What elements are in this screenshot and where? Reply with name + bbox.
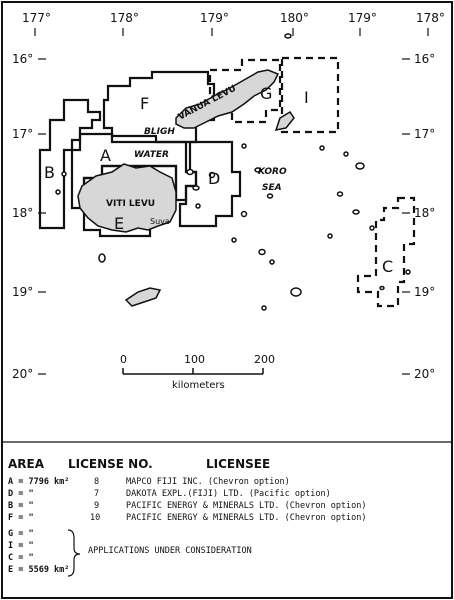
legend-area: D = " [8, 489, 34, 499]
lat-label: 20° [12, 367, 33, 381]
area-letter-c: C [382, 257, 393, 276]
scale-tick-200: 200 [254, 353, 275, 366]
legend-licensee: PACIFIC ENERGY & MINERALS LTD. (Chevron … [126, 513, 367, 523]
sea-label: SEA [262, 183, 282, 193]
left-ticks [38, 58, 46, 375]
scale-tick-0: 0 [120, 353, 127, 366]
area-c-outline [356, 196, 416, 308]
lon-label: 178° [110, 11, 139, 25]
area-letter-i: I [304, 88, 309, 107]
legend-area: F = " [8, 513, 34, 523]
lat-label: 17° [12, 127, 33, 141]
block-d-outline [178, 140, 242, 228]
lon-label: 178° [416, 11, 445, 25]
legend-licensee: PACIFIC ENERGY & MINERALS LTD. (Chevron … [126, 501, 367, 511]
legend: AREA LICENSE NO. LICENSEE A = 7796 km² 8… [8, 457, 367, 577]
suva-label: Suva [150, 217, 170, 226]
area-letter-e: E [114, 214, 124, 233]
area-i-outline [280, 56, 340, 134]
lat-label: 17° [414, 127, 435, 141]
scale-bar: 0 100 200 kilometers [120, 353, 275, 391]
area-letters: A B C D E F G I [44, 84, 393, 276]
legend-licensee: MAPCO FIJI INC. (Chevron option) [126, 477, 290, 487]
legend-area: B = " [8, 501, 34, 511]
lat-label: 20° [414, 367, 435, 381]
legend-pending-area: I = " [8, 541, 34, 551]
left-latitude-labels: 16° 17° 18° 19° 20° [12, 52, 33, 381]
legend-row: D = " 7 DAKOTA EXPL.(FIJI) LTD. (Pacific… [8, 489, 331, 499]
lon-label: 179° [200, 11, 229, 25]
kadavu-island [124, 287, 162, 307]
scale-tick-100: 100 [184, 353, 205, 366]
scale-unit: kilometers [172, 380, 225, 391]
legend-header-area: AREA [8, 457, 45, 471]
area-letter-a: A [100, 146, 111, 165]
legend-license: 10 [90, 513, 100, 523]
right-latitude-labels: 16° 17° 18° 19° 20° [414, 52, 435, 381]
legend-pending: G = " I = " C = " E = 5569 km² APPLICATI… [8, 529, 252, 577]
taveuni-island [274, 110, 295, 131]
top-ticks [34, 28, 429, 36]
vanua-levu-island [175, 69, 280, 129]
right-ticks [402, 58, 410, 375]
legend-pending-area: C = " [8, 553, 34, 563]
viti-levu-island [77, 163, 177, 233]
legend-licensee: DAKOTA EXPL.(FIJI) LTD. (Pacific option) [126, 489, 331, 499]
legend-pending-area: E = 5569 km² [8, 565, 69, 575]
lat-label: 16° [12, 52, 33, 66]
top-longitude-labels: 177° 178° 179° 180° 179° 178° [22, 11, 445, 25]
block-b-outline [38, 98, 102, 230]
islands [55, 33, 411, 311]
water-label: WATER [134, 150, 169, 160]
legend-license: 9 [94, 501, 99, 511]
viti-levu-label: VITI LEVU [106, 199, 155, 209]
lat-label: 16° [414, 52, 435, 66]
legend-header-license: LICENSE NO. [68, 457, 153, 471]
bligh-label: BLIGH [144, 127, 175, 137]
legend-pending-note: APPLICATIONS UNDER CONSIDERATION [88, 546, 252, 556]
area-letter-g: G [260, 84, 272, 103]
area-letter-f: F [140, 94, 149, 113]
legend-row: A = 7796 km² 8 MAPCO FIJI INC. (Chevron … [8, 477, 290, 487]
lat-label: 19° [12, 285, 33, 299]
legend-header-licensee: LICENSEE [206, 457, 270, 471]
area-letter-d: D [208, 169, 220, 188]
legend-license: 8 [94, 477, 99, 487]
area-letter-b: B [44, 163, 55, 182]
legend-row: F = " 10 PACIFIC ENERGY & MINERALS LTD. … [8, 513, 367, 523]
lon-label: 179° [348, 11, 377, 25]
legend-license: 7 [94, 489, 99, 499]
lat-label: 18° [12, 206, 33, 220]
legend-pending-area: G = " [8, 529, 34, 539]
lon-label: 177° [22, 11, 51, 25]
legend-row: B = " 9 PACIFIC ENERGY & MINERALS LTD. (… [8, 501, 367, 511]
koro-label: KORO [258, 167, 287, 177]
lat-label: 19° [414, 285, 435, 299]
lon-label: 180° [280, 11, 309, 25]
lat-label: 18° [414, 206, 435, 220]
legend-area: A = 7796 km² [8, 477, 69, 487]
